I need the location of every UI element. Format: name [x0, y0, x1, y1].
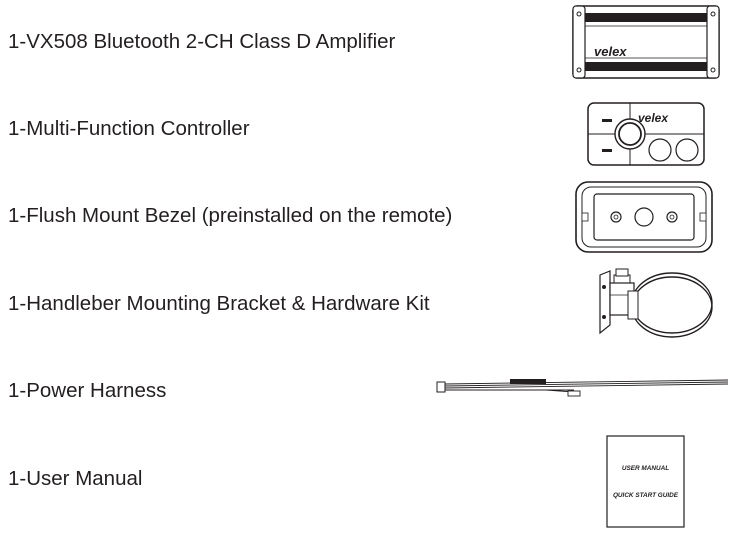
amplifier-logo: velex: [594, 44, 627, 59]
bracket-icon: [592, 265, 718, 339]
item-label-harness: 1-Power Harness: [8, 379, 167, 402]
controller-logo: velex: [638, 111, 669, 125]
item-label-amplifier: 1-VX508 Bluetooth 2-CH Class D Amplifier: [8, 30, 396, 53]
item-label-bracket: 1-Handleber Mounting Bracket & Hardware …: [8, 292, 430, 315]
harness-icon: [434, 374, 730, 400]
manual-subtitle: QUICK START GUIDE: [613, 492, 679, 499]
amplifier-icon: velex: [570, 4, 722, 80]
item-label-manual: 1-User Manual: [8, 467, 143, 490]
manual-icon: USER MANUAL QUICK START GUIDE: [606, 435, 686, 529]
bezel-icon: [574, 180, 714, 254]
item-label-controller: 1-Multi-Function Controller: [8, 117, 250, 140]
controller-icon: velex: [586, 102, 706, 166]
item-label-bezel: 1-Flush Mount Bezel (preinstalled on the…: [8, 204, 453, 227]
manual-title: USER MANUAL: [622, 465, 669, 472]
